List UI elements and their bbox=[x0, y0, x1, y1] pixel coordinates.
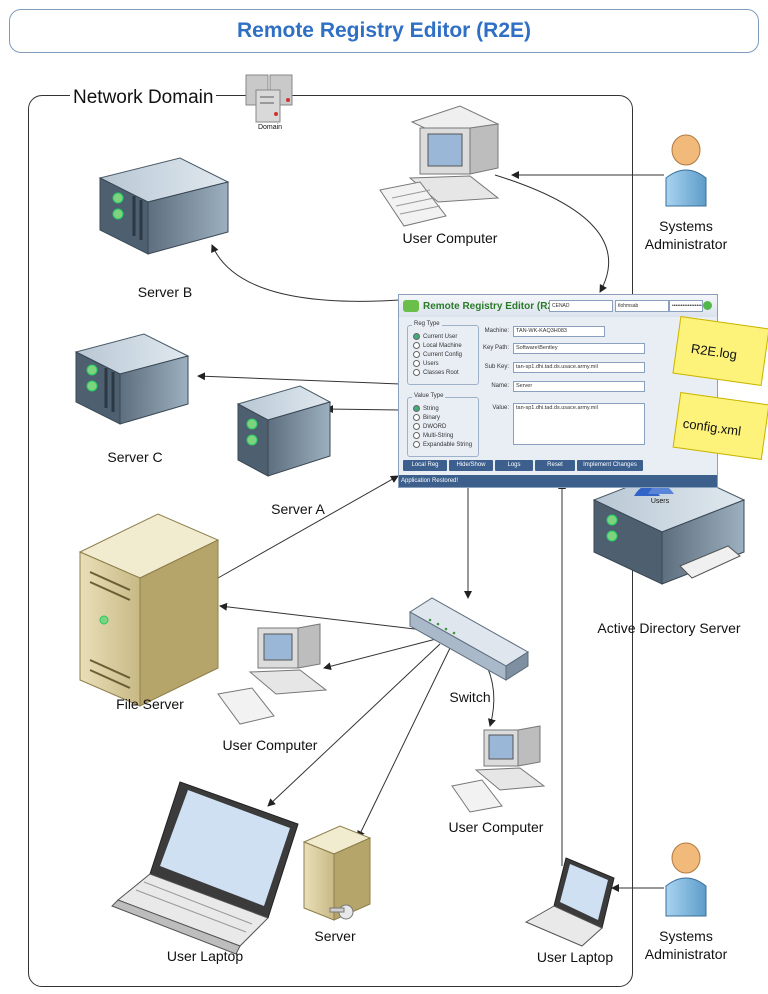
sys-admin-bottom-label-line2: Administrator bbox=[644, 946, 728, 962]
domain-icon-caption: Domain bbox=[257, 124, 283, 131]
server-b-icon bbox=[98, 157, 230, 255]
page-title: Remote Registry Editor (R2E) bbox=[236, 19, 532, 42]
value-type-option[interactable]: Multi-String bbox=[413, 432, 453, 439]
value-type-option[interactable]: String bbox=[413, 405, 439, 412]
implement-changes-button[interactable]: Implement Changes bbox=[577, 460, 643, 471]
server-bottom-label: Server bbox=[314, 928, 356, 944]
user-computer-mid-icon bbox=[217, 623, 328, 725]
logs-button[interactable]: Logs bbox=[495, 460, 533, 471]
systems-administrator-top-icon bbox=[665, 134, 707, 207]
reg-type-option[interactable]: Current User bbox=[413, 333, 457, 340]
user-laptop-left-label: User Laptop bbox=[166, 948, 244, 964]
server-b-label: Server B bbox=[137, 284, 193, 300]
arrow-switch-to-laptop bbox=[267, 643, 441, 807]
value-type-group: Value Type String Binary DWORD Multi-Str… bbox=[407, 393, 479, 457]
user-computer-top-label: User Computer bbox=[402, 230, 498, 246]
hide-show-button[interactable]: Hide/Show bbox=[449, 460, 493, 471]
server-bottom-icon bbox=[302, 825, 372, 921]
reg-type-option[interactable]: Local Machine bbox=[413, 342, 462, 349]
key-icon bbox=[329, 904, 354, 920]
local-reg-button[interactable]: Local Reg bbox=[403, 460, 447, 471]
user-computer-right-icon bbox=[451, 725, 546, 813]
arrow-switch-to-file-server bbox=[219, 602, 441, 633]
app-status-bar: Application Restored! bbox=[399, 475, 717, 487]
systems-administrator-bottom-icon bbox=[665, 842, 707, 917]
value-type-option[interactable]: Expandable String bbox=[413, 441, 472, 448]
ad-server-label: Active Directory Server bbox=[597, 620, 741, 636]
value-label: Value: bbox=[492, 405, 509, 411]
server-a-icon bbox=[236, 385, 332, 477]
arrow-user-computer-to-app bbox=[494, 174, 610, 293]
domain-servers-icon bbox=[245, 74, 293, 123]
name-label: Name: bbox=[491, 383, 509, 389]
machine-label: Machine: bbox=[484, 328, 509, 334]
sys-admin-top-label-line2: Administrator bbox=[644, 236, 728, 252]
user-computer-right-label: User Computer bbox=[448, 819, 544, 835]
switch-label: Switch bbox=[449, 689, 491, 705]
user-computer-top-icon bbox=[379, 105, 500, 227]
value-type-option[interactable]: Binary bbox=[413, 414, 440, 421]
keypath-select[interactable]: Software\Bentley bbox=[513, 343, 645, 354]
file-server-label: File Server bbox=[116, 696, 184, 712]
line-file-server-to-app bbox=[217, 475, 399, 579]
file-server-icon bbox=[78, 513, 220, 707]
reset-button[interactable]: Reset bbox=[535, 460, 575, 471]
drive-tray-icon bbox=[679, 545, 741, 579]
server-c-icon bbox=[74, 333, 190, 425]
value-textarea[interactable]: tan-sp1.dhi.tad.ds.usace.army.mil bbox=[513, 403, 645, 445]
app-logo-icon bbox=[403, 300, 419, 312]
value-type-option[interactable]: DWORD bbox=[413, 423, 446, 430]
r2e-log-note: R2E.log bbox=[672, 316, 768, 386]
app-button-bar: Local Reg Hide/Show Logs Reset Implement… bbox=[399, 459, 717, 473]
subkey-label: Sub Key: bbox=[484, 364, 509, 370]
r2e-application-window: Remote Registry Editor (R2E) CENAD tlohm… bbox=[398, 294, 718, 488]
app-header: Remote Registry Editor (R2E) CENAD tlohm… bbox=[399, 295, 717, 317]
username-field[interactable]: tlohmsab bbox=[615, 300, 669, 312]
value-type-title: Value Type bbox=[412, 393, 446, 399]
user-laptop-left-icon bbox=[111, 781, 299, 955]
domain-select[interactable]: CENAD bbox=[549, 300, 613, 312]
arrow-app-to-server-c bbox=[197, 372, 401, 385]
check-icon bbox=[703, 301, 712, 310]
server-a-label: Server A bbox=[271, 501, 325, 517]
arrow-switch-to-user-computer-mid bbox=[323, 637, 441, 671]
user-laptop-right-label: User Laptop bbox=[536, 949, 614, 965]
title-box: Remote Registry Editor (R2E) bbox=[9, 9, 759, 53]
arrow-app-to-server-a bbox=[325, 405, 401, 414]
arrow-app-to-server-b bbox=[211, 244, 401, 302]
sys-admin-bottom-label-line1: Systems bbox=[659, 928, 713, 944]
user-laptop-right-icon bbox=[524, 857, 615, 947]
user-computer-mid-label: User Computer bbox=[222, 737, 318, 753]
reg-type-group: Reg Type Current User Local Machine Curr… bbox=[407, 321, 479, 385]
name-select[interactable]: Server bbox=[513, 381, 645, 392]
reg-type-option[interactable]: Classes Root bbox=[413, 369, 459, 376]
server-c-label: Server C bbox=[107, 449, 163, 465]
network-domain-label: Network Domain bbox=[70, 87, 217, 109]
switch-icon bbox=[409, 597, 529, 681]
keypath-label: Key Path: bbox=[482, 345, 509, 351]
reg-type-option[interactable]: Users bbox=[413, 360, 439, 367]
sys-admin-top-label-line1: Systems bbox=[659, 218, 713, 234]
reg-type-option[interactable]: Current Config bbox=[413, 351, 462, 358]
connections bbox=[197, 171, 664, 892]
app-title: Remote Registry Editor (R2E) bbox=[423, 301, 564, 312]
machine-select[interactable]: TAN-WK-KAQ3H083 bbox=[513, 326, 605, 337]
password-field[interactable]: •••••••••••••••••••• bbox=[669, 300, 703, 312]
arrow-switch-to-server-bottom bbox=[357, 647, 451, 839]
subkey-field[interactable]: tan-sp1.dhi.tad.ds.usace.army.mil bbox=[513, 362, 645, 373]
reg-type-title: Reg Type bbox=[412, 321, 442, 327]
users-icon-caption: Users bbox=[650, 498, 670, 505]
